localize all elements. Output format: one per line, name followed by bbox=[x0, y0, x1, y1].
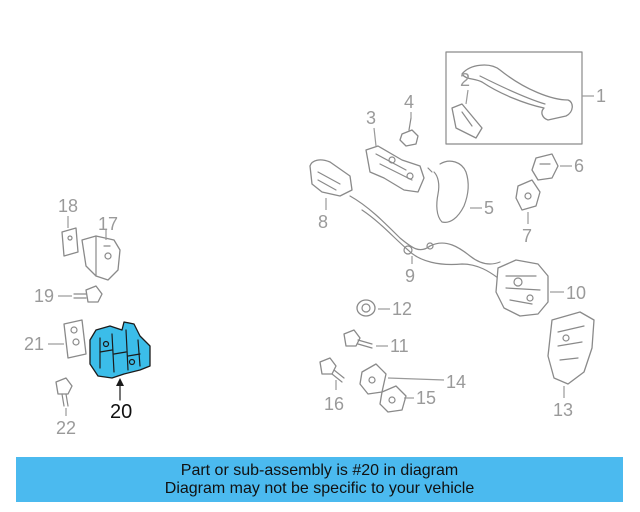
part-number-5: 5 bbox=[484, 198, 494, 218]
part-number-20: 20 bbox=[110, 401, 132, 423]
pad-part-18 bbox=[61, 227, 79, 257]
handle-bracket-part bbox=[365, 145, 425, 193]
outside-handle-part bbox=[445, 51, 583, 145]
part-number-18: 18 bbox=[58, 196, 78, 216]
part-number-7: 7 bbox=[522, 226, 532, 246]
caption-banner: Part or sub-assembly is #20 in diagram D… bbox=[16, 457, 623, 502]
part-number-13: 13 bbox=[553, 400, 573, 420]
part-number-12: 12 bbox=[392, 299, 412, 319]
highlighted-latch-part-20 bbox=[89, 321, 151, 379]
handle-gasket-part bbox=[451, 103, 483, 139]
bolt-part-16 bbox=[319, 357, 345, 383]
bolt-part-4 bbox=[399, 117, 419, 147]
bolt-part-11 bbox=[343, 329, 373, 349]
part-number-21: 21 bbox=[24, 334, 44, 354]
cable-part-5 bbox=[427, 160, 469, 223]
caption-line-2: Diagram may not be specific to your vehi… bbox=[164, 479, 475, 497]
hinge-part-17 bbox=[81, 235, 121, 281]
part-number-8: 8 bbox=[318, 212, 328, 232]
part-number-19: 19 bbox=[34, 286, 54, 306]
part-number-1: 1 bbox=[596, 86, 606, 106]
part-number-6: 6 bbox=[574, 156, 584, 176]
part-number-14: 14 bbox=[446, 372, 466, 392]
part-number-2: 2 bbox=[460, 70, 470, 90]
lock-actuator-part bbox=[495, 259, 549, 317]
clip-part-7 bbox=[515, 179, 541, 211]
bolt-part-22 bbox=[55, 377, 73, 407]
part-number-3: 3 bbox=[366, 108, 376, 128]
caption-line-1: Part or sub-assembly is #20 in diagram bbox=[180, 461, 459, 479]
part-number-9: 9 bbox=[405, 266, 415, 286]
bracket-part-13 bbox=[547, 311, 595, 385]
cable-part-9 bbox=[349, 195, 501, 279]
part-number-15: 15 bbox=[416, 388, 436, 408]
plate-part-21 bbox=[63, 319, 87, 359]
striker-part bbox=[359, 363, 407, 413]
part-number-11: 11 bbox=[390, 336, 409, 356]
part-number-17: 17 bbox=[98, 214, 118, 234]
bolt-part-19 bbox=[73, 285, 103, 303]
part-number-4: 4 bbox=[404, 92, 414, 112]
inside-handle-part bbox=[309, 159, 353, 197]
part-number-10: 10 bbox=[566, 283, 586, 303]
part-number-16: 16 bbox=[324, 394, 344, 414]
grommet-part-12 bbox=[356, 299, 376, 317]
cover-part-6 bbox=[531, 153, 559, 181]
part-number-22: 22 bbox=[56, 418, 76, 438]
